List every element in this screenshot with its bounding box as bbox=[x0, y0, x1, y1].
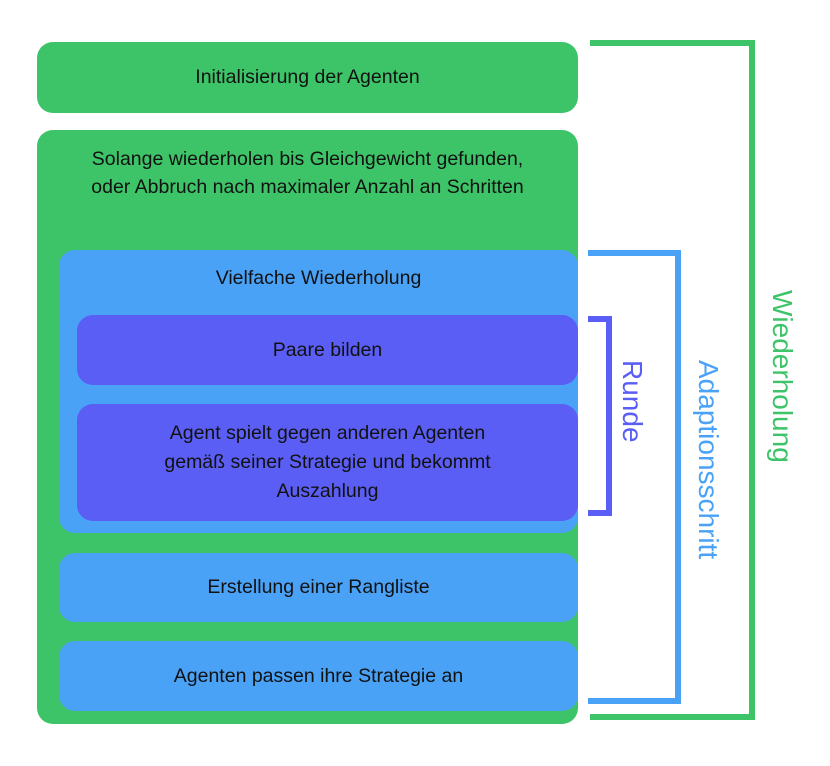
round-label: Runde bbox=[617, 360, 648, 443]
loop-label: Solange wiederholen bis Gleichgewicht ge… bbox=[91, 148, 524, 198]
multi-label: Vielfache Wiederholung bbox=[215, 267, 422, 289]
repetition-bracket bbox=[590, 40, 755, 720]
adapt-box: Agenten passen ihre Strategie an bbox=[59, 641, 578, 711]
adaptation-bracket bbox=[588, 250, 681, 704]
ranking-box: Erstellung einer Rangliste bbox=[59, 553, 578, 622]
pairs-label: Paare bilden bbox=[272, 338, 383, 361]
pairs-box: Paare bilden bbox=[77, 315, 578, 385]
play-box: Agent spielt gegen anderen Agenten gemäß… bbox=[77, 404, 578, 521]
adaptation-label: Adaptionsschritt bbox=[693, 360, 724, 560]
init-label: Initialisierung der Agenten bbox=[195, 66, 420, 88]
ranking-label: Erstellung einer Rangliste bbox=[207, 576, 430, 598]
repetition-label: Wiederholung bbox=[767, 290, 798, 463]
init-box: Initialisierung der Agenten bbox=[37, 42, 578, 113]
play-label: Agent spielt gegen anderen Agenten gemäß… bbox=[164, 422, 491, 502]
round-bracket bbox=[588, 316, 612, 516]
adapt-label: Agenten passen ihre Strategie an bbox=[173, 664, 464, 687]
